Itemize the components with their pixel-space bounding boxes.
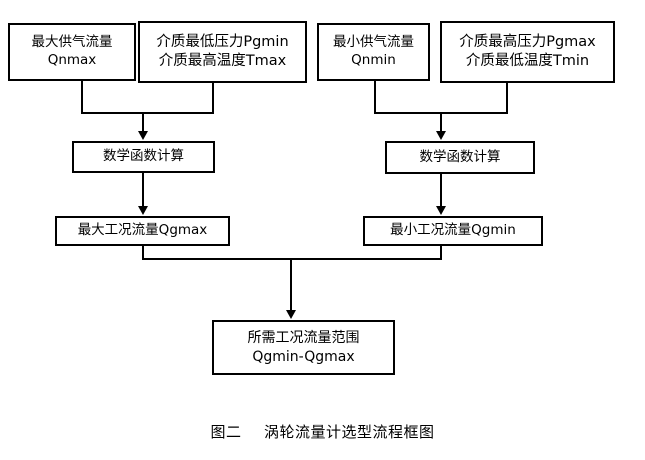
- node-required-flow-range: 所需工况流量范围 Qgmin-Qgmax: [212, 320, 395, 375]
- connector-qnmax-down: [81, 81, 83, 114]
- connector-bottom-merge-stem: [290, 258, 292, 312]
- connector-left-merge-bar: [81, 112, 214, 114]
- node-math-function-calculation-right: 数学函数计算: [385, 141, 535, 174]
- connector-pgmax-down: [506, 83, 508, 114]
- connector-pgmin-down: [212, 83, 214, 114]
- node-max-pressure-min-temp: 介质最高压力Pgmax 介质最低温度Tmin: [440, 21, 615, 83]
- figure-caption-label: 图二: [210, 423, 242, 441]
- connector-qnmin-down: [374, 81, 376, 114]
- arrowhead-to-qgmax: [137, 206, 148, 215]
- node-line-1: 所需工况流量范围: [247, 330, 360, 347]
- connector-qgmin-down: [440, 246, 442, 260]
- node-line-1: 介质最低压力Pgmin: [156, 33, 289, 50]
- arrowhead-to-calc-right: [435, 131, 446, 140]
- connector-bottom-merge-bar: [142, 258, 442, 260]
- node-min-working-flow-qgmin: 最小工况流量Qgmin: [363, 216, 543, 246]
- node-min-supply-flow: 最小供气流量 Qnmin: [317, 23, 430, 81]
- node-line-2: Qgmin-Qgmax: [252, 348, 355, 365]
- node-line-2: 介质最低温度Tmin: [465, 53, 590, 69]
- arrowhead-to-range: [285, 310, 296, 319]
- node-max-supply-flow: 最大供气流量 Qnmax: [8, 23, 136, 81]
- node-line-2: 介质最高温度Tmax: [158, 53, 287, 69]
- connector-right-merge-stem: [440, 112, 442, 133]
- connector-calc-left-to-qgmax: [142, 173, 144, 208]
- node-line-1: 最大工况流量Qgmax: [77, 222, 208, 239]
- node-line-1: 最小工况流量Qgmin: [390, 222, 516, 239]
- figure-caption-title: 涡轮流量计选型流程框图: [264, 423, 435, 441]
- connector-left-merge-stem: [142, 112, 144, 133]
- figure-caption: 图二 涡轮流量计选型流程框图: [0, 421, 645, 442]
- arrowhead-to-calc-left: [137, 131, 148, 140]
- node-line-1: 最小供气流量: [333, 34, 414, 51]
- node-math-function-calculation-left: 数学函数计算: [72, 141, 215, 173]
- node-line-1: 介质最高压力Pgmax: [459, 33, 596, 50]
- node-max-working-flow-qgmax: 最大工况流量Qgmax: [55, 216, 230, 246]
- connector-calc-right-to-qgmin: [440, 174, 442, 208]
- node-line-1: 数学函数计算: [103, 148, 184, 165]
- node-line-1: 数学函数计算: [419, 148, 501, 165]
- connector-qgmax-down: [142, 246, 144, 260]
- node-min-pressure-max-temp: 介质最低压力Pgmin 介质最高温度Tmax: [138, 21, 307, 83]
- arrowhead-to-qgmin: [435, 206, 446, 215]
- node-line-2: Qnmin: [351, 52, 396, 68]
- node-line-2: Qnmax: [47, 52, 97, 68]
- node-line-1: 最大供气流量: [31, 34, 113, 51]
